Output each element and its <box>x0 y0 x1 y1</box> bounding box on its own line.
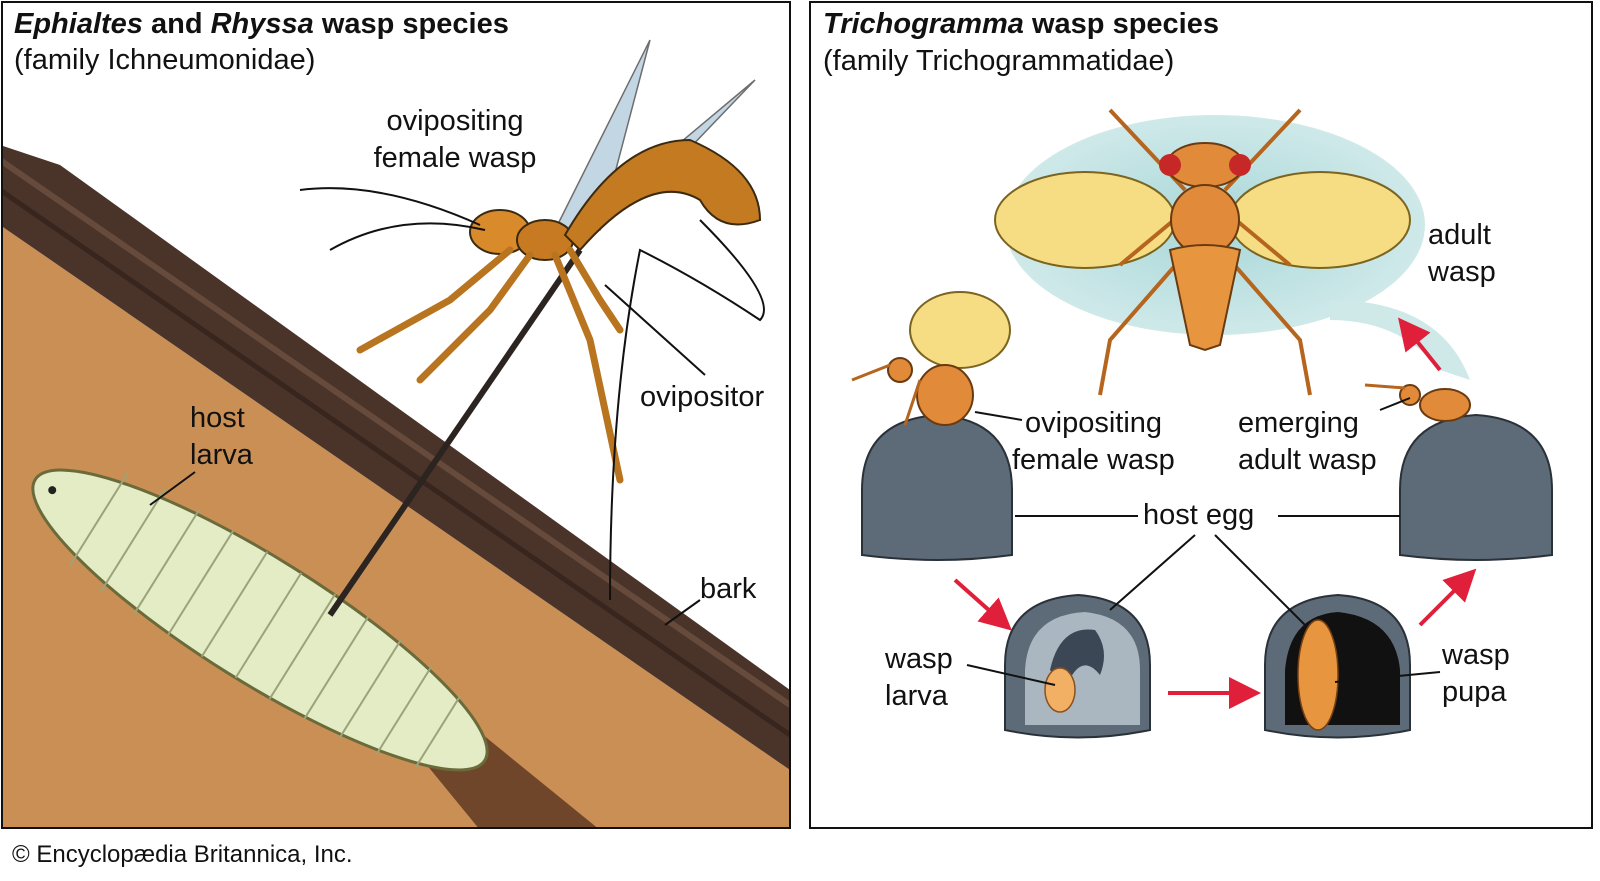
copyright-credit: © Encyclopædia Britannica, Inc. <box>12 841 353 868</box>
label-wasp-pupa-1: wasp <box>1441 639 1510 671</box>
label-host-1: host <box>190 402 245 434</box>
ichneumon-wasp <box>299 39 765 601</box>
host-egg-left <box>861 413 1013 561</box>
ovipositor-shaft <box>327 248 583 617</box>
egg-with-larva <box>1004 593 1151 739</box>
host-larva <box>31 468 489 772</box>
left-panel-frame <box>1 1 791 829</box>
label-wasp-pupa-2: pupa <box>1442 676 1507 708</box>
label-emerging-1: emerging <box>1238 407 1359 439</box>
label-ovipositing-1: ovipositing <box>386 105 523 137</box>
left-panel: Ephialtes and Rhyssa wasp species (famil… <box>1 1 791 829</box>
right-leaders <box>966 397 1441 686</box>
label-host-egg: host egg <box>1143 499 1254 531</box>
label-bark: bark <box>700 573 757 605</box>
leader-bark <box>664 599 701 626</box>
host-egg-right <box>1399 413 1553 561</box>
arrow-emerging-to-adult <box>1398 317 1442 372</box>
leader-host <box>149 471 196 506</box>
right-panel: Trichogramma wasp species (family Tricho… <box>809 1 1593 829</box>
label-ovipositing-2: female wasp <box>374 142 537 174</box>
label-host-2: larva <box>190 439 254 471</box>
label-ovipositing-1: ovipositing <box>1025 407 1162 439</box>
right-subtitle: (family Trichogrammatidae) <box>823 45 1174 77</box>
right-title: Trichogramma wasp species <box>823 8 1219 40</box>
bark-layer <box>3 146 789 770</box>
left-title: Ephialtes and Rhyssa wasp species <box>14 8 509 40</box>
label-ovipositor: ovipositor <box>640 381 764 413</box>
label-wasp-larva-1: wasp <box>884 643 953 675</box>
egg-with-pupa <box>1264 593 1411 739</box>
label-adult-1: adult <box>1428 219 1491 251</box>
ovipositing-trichogramma <box>851 291 1011 426</box>
leader-ovipositor <box>604 284 706 376</box>
label-emerging-2: adult wasp <box>1238 444 1377 476</box>
arrow-pupa-to-emerging <box>1418 568 1477 627</box>
wood <box>3 227 789 827</box>
lifecycle-arrows <box>953 317 1477 709</box>
emerging-trichogramma <box>1364 383 1471 422</box>
left-subtitle: (family Ichneumonidae) <box>14 44 315 76</box>
label-ovipositing-2: female wasp <box>1012 444 1175 476</box>
label-wasp-larva-2: larva <box>885 680 949 712</box>
adult-trichogramma-wasp <box>994 108 1411 396</box>
label-adult-2: wasp <box>1427 256 1496 288</box>
arrow-egg-to-larva <box>953 578 1012 631</box>
